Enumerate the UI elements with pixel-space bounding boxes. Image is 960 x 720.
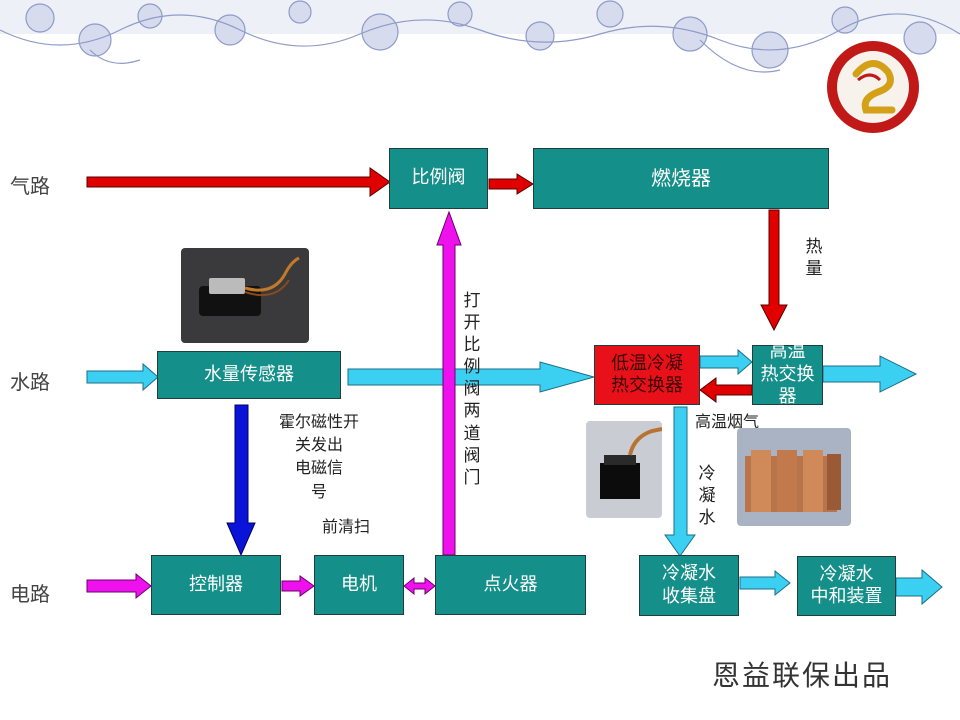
water-sensor-label: 水量传感器 — [204, 363, 294, 385]
igniter-label: 点火器 — [483, 573, 538, 595]
electric-arrows — [86, 210, 462, 600]
water-arrows — [86, 348, 943, 606]
condensate-tray-label: 冷凝水 收集盘 — [662, 563, 716, 607]
flue-gas-arrow — [699, 377, 753, 403]
gas-to-valve-arrow — [86, 167, 391, 197]
motor-label: 电机 — [341, 573, 377, 595]
hall-signal-label: 霍尔磁性开 关发出 电磁信 号 — [279, 412, 360, 501]
condensate-arrow — [664, 406, 696, 557]
valve-to-burner-arrow — [488, 173, 534, 195]
low-to-high-hx-arrow — [699, 348, 753, 376]
copper-heat-exchanger-photo — [737, 428, 851, 526]
burner-label: 燃烧器 — [651, 166, 711, 190]
controller-to-motor-arrow — [281, 575, 315, 597]
proportional-valve-box: 比例阀 — [389, 148, 488, 209]
power-in-arrow — [86, 572, 152, 600]
tray-to-neutralizer-arrow — [739, 569, 791, 597]
condensate-label: 冷凝水 — [698, 464, 716, 529]
water-in-arrow — [86, 362, 159, 392]
gas-path-label: 气路 — [10, 174, 50, 198]
neutralizer-label: 冷凝水 中和装置 — [810, 563, 883, 608]
high-temp-heat-exchanger-box: 高温 热交换器 — [752, 341, 823, 407]
high-temp-hx-label: 高温 热交换器 — [760, 341, 815, 408]
water-out-arrow — [822, 355, 918, 393]
sensor-to-hx-arrow — [347, 361, 596, 393]
gas-arrows — [86, 167, 788, 332]
heat-exchanger-photo — [586, 421, 662, 518]
controller-box: 控制器 — [151, 555, 281, 615]
igniter-to-valve-arrow — [436, 210, 462, 556]
low-temp-hx-label: 低温冷凝 热交换器 — [611, 352, 683, 397]
brand-logo-icon — [827, 41, 919, 133]
igniter-box: 点火器 — [435, 555, 586, 615]
water-path-label: 水路 — [10, 370, 50, 394]
valve-open-label: 打开比例阀两道阀门 — [463, 291, 481, 488]
footer-credit: 恩益联保出品 — [712, 659, 893, 692]
proportional-valve-label: 比例阀 — [411, 167, 466, 189]
pre-purge-label: 前清扫 — [322, 517, 371, 536]
water-sensor-box: 水量传感器 — [157, 351, 341, 399]
heat-arrow — [760, 209, 788, 332]
controller-label: 控制器 — [189, 573, 243, 595]
heat-label: 热量 — [805, 237, 823, 280]
burner-box: 燃烧器 — [533, 148, 829, 209]
drain-arrow — [895, 568, 943, 606]
flow-sensor-photo — [181, 248, 309, 343]
sensor-signal-arrow — [226, 404, 256, 557]
neutralizer-box: 冷凝水 中和装置 — [797, 556, 896, 616]
high-temp-flue-label: 高温烟气 — [695, 412, 760, 431]
low-temp-heat-exchanger-box: 低温冷凝 热交换器 — [594, 345, 700, 405]
floral-border — [0, 0, 960, 73]
motor-igniter-arrow — [403, 576, 436, 596]
electric-path-label: 电路 — [10, 582, 50, 606]
condensate-tray-box: 冷凝水 收集盘 — [639, 555, 739, 616]
motor-box: 电机 — [314, 555, 404, 615]
